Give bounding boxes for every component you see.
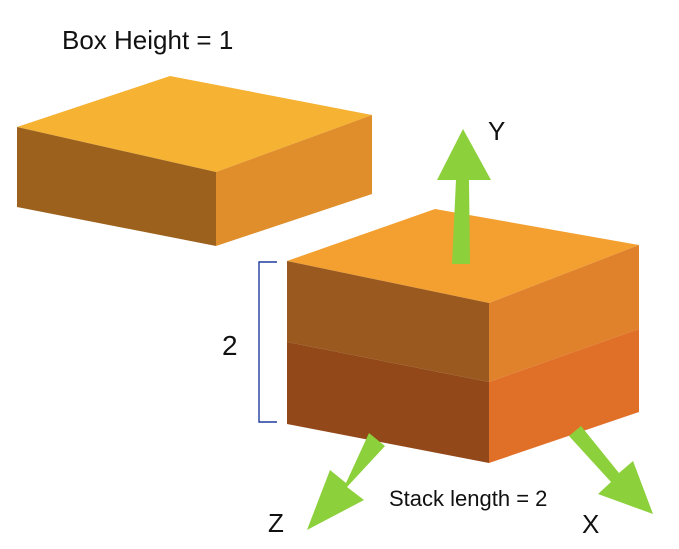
x-axis-arrow bbox=[569, 426, 653, 514]
box-stack bbox=[287, 209, 639, 463]
y-axis-arrow bbox=[437, 129, 491, 264]
x-axis-label: X bbox=[582, 509, 599, 539]
box-height-label: Box Height = 1 bbox=[62, 25, 233, 55]
stack-upper-side bbox=[489, 245, 639, 382]
stack-lower-front bbox=[287, 342, 489, 463]
single-box-side bbox=[216, 115, 372, 246]
axis-arrows bbox=[307, 129, 653, 530]
stack-upper-front bbox=[287, 261, 489, 382]
z-axis-arrow bbox=[307, 433, 385, 530]
height-bracket bbox=[258, 261, 277, 423]
y-axis-label: Y bbox=[488, 116, 505, 146]
stack-lower-side bbox=[489, 329, 639, 463]
single-box-front bbox=[17, 127, 216, 246]
z-axis-label: Z bbox=[268, 508, 284, 538]
stack-length-label: Stack length = 2 bbox=[389, 486, 547, 511]
single-box bbox=[17, 76, 372, 246]
single-box-top bbox=[17, 76, 372, 172]
stack-height-value: 2 bbox=[222, 330, 238, 361]
